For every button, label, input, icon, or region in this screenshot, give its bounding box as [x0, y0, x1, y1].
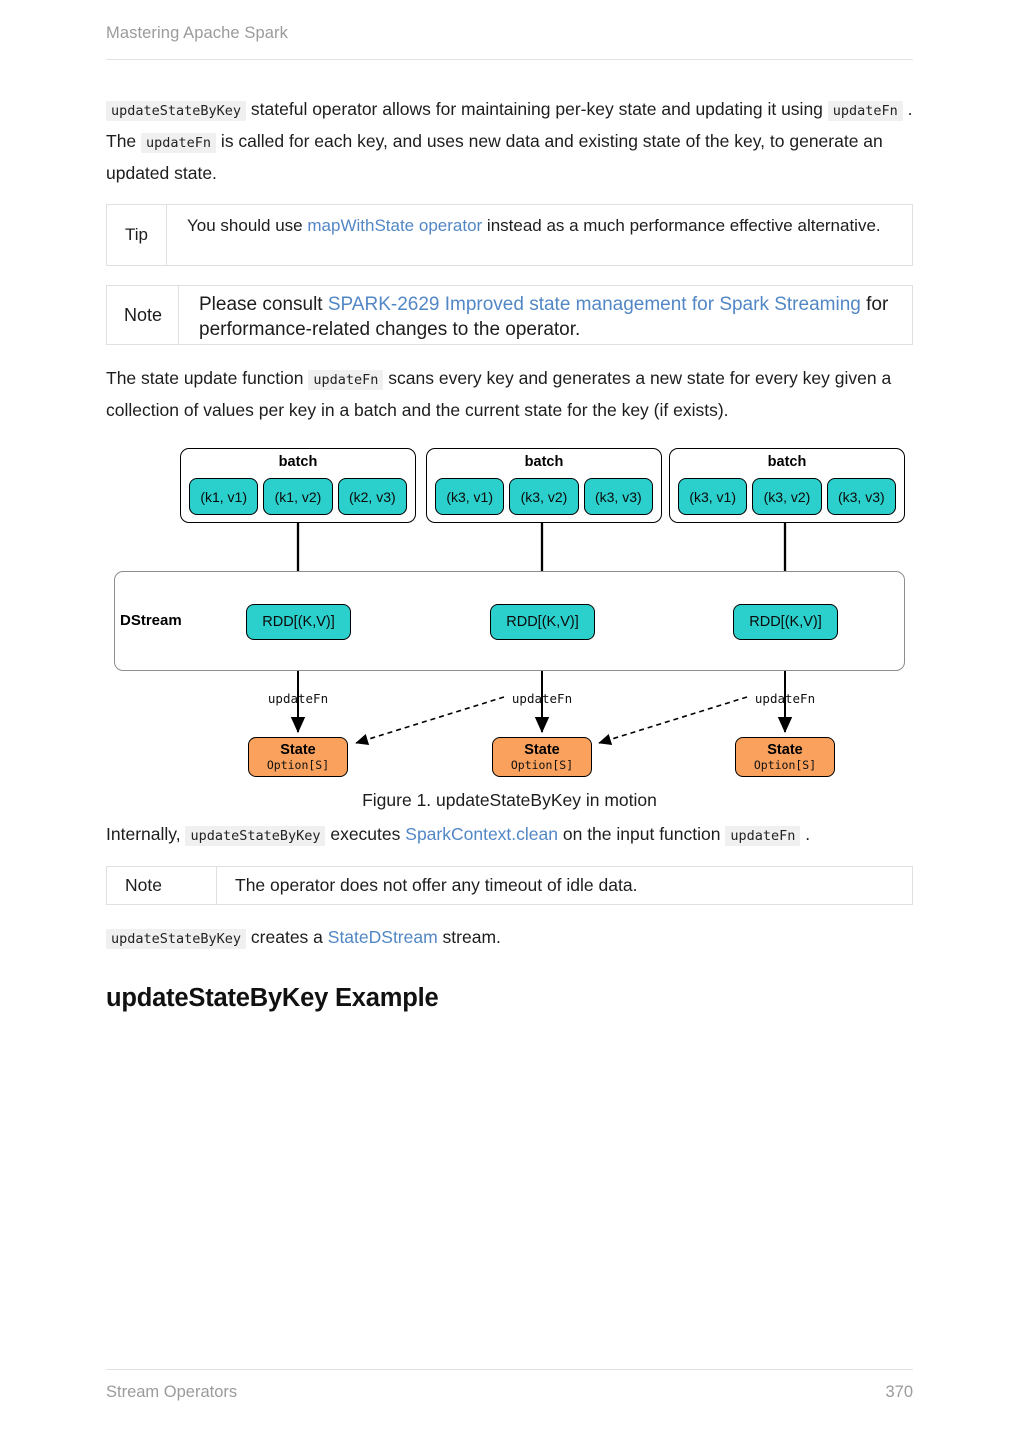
note-label: Note: [125, 875, 162, 895]
state-title: State: [524, 742, 560, 758]
batch-container-3: batch (k3, v1) (k3, v2) (k3, v3): [669, 448, 905, 523]
paragraph-creates-statedstream: updateStateByKey creates a StateDStream …: [106, 922, 918, 954]
text-fragment: You should use: [187, 216, 308, 235]
note-label: Note: [124, 304, 163, 325]
state-title: State: [767, 742, 803, 758]
text-fragment: stateful operator allows for maintaining…: [246, 99, 828, 119]
inline-code-updatefn: updateFn: [725, 826, 801, 846]
rdd-node-2: RDD[(K,V)]: [490, 604, 595, 640]
batch-items: (k3, v1) (k3, v2) (k3, v3): [435, 478, 653, 515]
tip-label: Tip: [125, 225, 148, 244]
running-footer: Stream Operators 370: [106, 1383, 913, 1402]
inline-code-updatefn: updateFn: [308, 370, 384, 390]
figure-caption: Figure 1. updateStateByKey in motion: [362, 790, 657, 810]
text-fragment: .: [800, 824, 811, 844]
kv-pair: (k3, v3): [826, 478, 896, 515]
text-fragment: executes: [325, 824, 406, 844]
figure-updatestatebykey-diagram: batch (k1, v1) (k1, v2) (k2, v3) batch (…: [106, 440, 913, 785]
section-heading-updatestatebykey-example: updateStateByKey Example: [106, 984, 439, 1012]
kv-pair: (k3, v3): [583, 478, 653, 515]
state-title: State: [280, 742, 316, 758]
paragraph-state-update-function: The state update function updateFn scans…: [106, 363, 918, 425]
batch-items: (k1, v1) (k1, v2) (k2, v3): [189, 478, 407, 515]
footer-page-number: 370: [885, 1383, 913, 1401]
text-fragment: is called for each key, and uses new dat…: [106, 131, 883, 183]
link-mapwithstate-operator[interactable]: mapWithState operator: [307, 216, 483, 235]
text-fragment: for performance-related changes to the o…: [199, 294, 889, 340]
header-divider: [106, 59, 913, 60]
inline-code-updatestatebykey: updateStateByKey: [106, 101, 247, 121]
batch-items: (k3, v1) (k3, v2) (k3, v3): [678, 478, 896, 515]
admonition-label: Note: [107, 286, 179, 344]
dstream-label: DStream: [120, 612, 182, 629]
running-header: Mastering Apache Spark: [106, 24, 913, 43]
batch-title: batch: [767, 454, 807, 470]
kv-pair: (k3, v2): [752, 478, 822, 515]
text-fragment: Please consult: [199, 294, 328, 315]
admonition-body: You should use mapWithState operator ins…: [167, 205, 912, 265]
text-fragment: on the input function: [558, 824, 726, 844]
state-subtitle: Option[S]: [266, 758, 330, 772]
text-fragment: scans every key and generates a new stat…: [106, 368, 892, 420]
admonition-tip: Tip You should use mapWithState operator…: [106, 204, 913, 266]
batch-container-2: batch (k3, v1) (k3, v2) (k3, v3): [426, 448, 662, 523]
kv-pair: (k3, v2): [509, 478, 579, 515]
inline-code-updatefn: updateFn: [141, 133, 217, 153]
text-fragment: Internally,: [106, 824, 186, 844]
text-fragment: instead as a much performance effective …: [482, 216, 881, 235]
link-sparkcontext-clean[interactable]: SparkContext.clean: [405, 824, 558, 844]
inline-code-updatestatebykey: updateStateByKey: [106, 929, 247, 949]
link-spark-2629[interactable]: SPARK-2629 Improved state management for…: [327, 294, 861, 315]
footer-divider: [106, 1369, 913, 1370]
paragraph-internally: Internally, updateStateByKey executes Sp…: [106, 819, 918, 851]
kv-pair: (k3, v1): [678, 478, 748, 515]
admonition-body: Please consult SPARK-2629 Improved state…: [179, 286, 912, 344]
paragraph-intro: updateStateByKey stateful operator allow…: [106, 94, 916, 188]
updatefn-label-1: updateFn: [267, 691, 329, 706]
text-fragment: . The: [106, 99, 913, 151]
state-node-3: State Option[S]: [735, 737, 835, 777]
inline-code-updatefn: updateFn: [827, 101, 903, 121]
state-node-2: State Option[S]: [492, 737, 592, 777]
state-subtitle: Option[S]: [510, 758, 574, 772]
batch-container-1: batch (k1, v1) (k1, v2) (k2, v3): [180, 448, 416, 523]
admonition-label: Note: [107, 867, 217, 904]
rdd-node-1: RDD[(K,V)]: [246, 604, 351, 640]
kv-pair: (k1, v1): [189, 478, 259, 515]
state-node-1: State Option[S]: [248, 737, 348, 777]
batch-title: batch: [524, 454, 564, 470]
kv-pair: (k3, v1): [435, 478, 505, 515]
kv-pair: (k1, v2): [263, 478, 333, 515]
link-statedstream[interactable]: StateDStream: [327, 927, 438, 947]
footer-section-label: Stream Operators: [106, 1383, 238, 1401]
text-fragment: creates a: [246, 927, 328, 947]
inline-code-updatestatebykey: updateStateByKey: [185, 826, 326, 846]
text-fragment: stream.: [437, 927, 501, 947]
batch-title: batch: [278, 454, 318, 470]
admonition-label: Tip: [107, 205, 167, 265]
state-subtitle: Option[S]: [753, 758, 817, 772]
updatefn-label-3: updateFn: [754, 691, 816, 706]
rdd-node-3: RDD[(K,V)]: [733, 604, 838, 640]
updatefn-label-2: updateFn: [511, 691, 573, 706]
admonition-note-spark2629: Note Please consult SPARK-2629 Improved …: [106, 285, 913, 345]
text-fragment: The state update function: [106, 368, 309, 388]
kv-pair: (k2, v3): [337, 478, 407, 515]
admonition-note-timeout: Note The operator does not offer any tim…: [106, 866, 913, 905]
admonition-body: The operator does not offer any timeout …: [235, 875, 638, 895]
header-title: Mastering Apache Spark: [106, 24, 288, 42]
